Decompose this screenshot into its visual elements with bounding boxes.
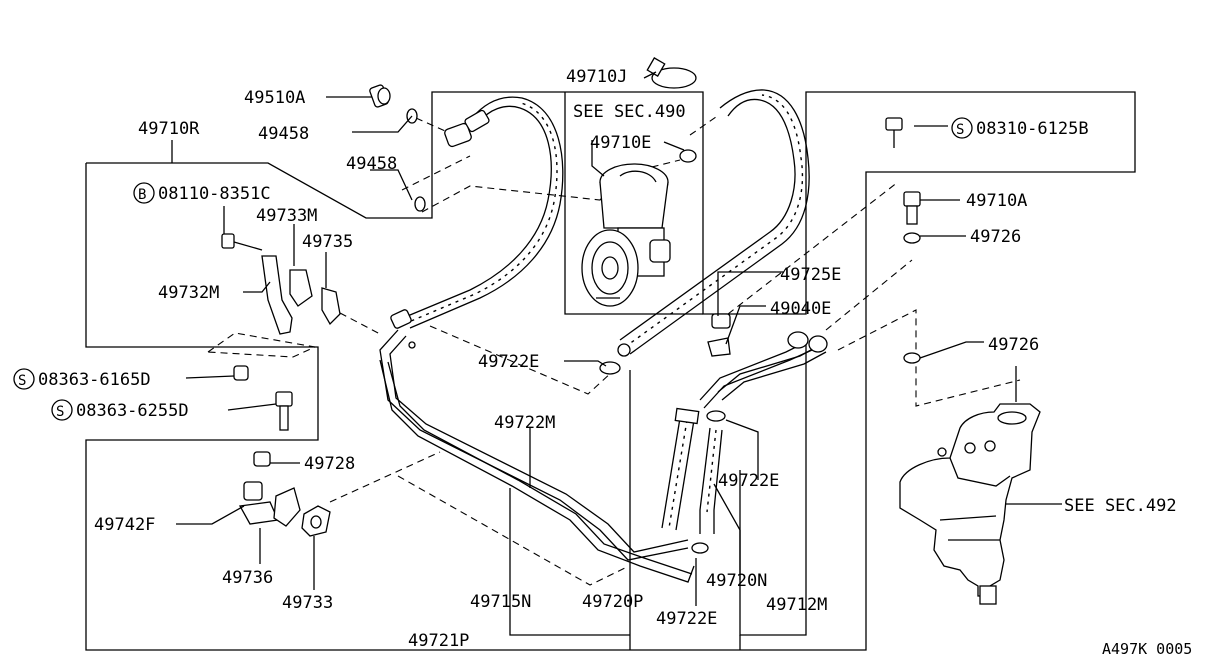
- screw-symbol-s-6255-letter: S: [56, 404, 64, 420]
- label-49721P: 49721P: [408, 631, 469, 651]
- label-49722E-bottom: 49722E: [656, 609, 717, 629]
- label-08110-8351C: 08110-8351C: [158, 184, 271, 204]
- label-49510A: 49510A: [244, 88, 305, 108]
- label-49725E: 49725E: [780, 265, 841, 285]
- label-08363-6165D: 08363-6165D: [38, 370, 151, 390]
- screw-symbol-s-08310: S: [951, 117, 973, 139]
- label-49722E-center: 49722E: [478, 352, 539, 372]
- label-49458-lower: 49458: [346, 154, 397, 174]
- label-49710R: 49710R: [138, 119, 200, 139]
- label-49733: 49733: [282, 593, 333, 613]
- label-49710A: 49710A: [966, 191, 1027, 211]
- label-49742F: 49742F: [94, 515, 155, 535]
- label-49728: 49728: [304, 454, 355, 474]
- screw-symbol-s-6255: S: [51, 399, 73, 421]
- label-49726-upper: 49726: [970, 227, 1021, 247]
- label-49720N: 49720N: [706, 571, 767, 591]
- label-08363-6255D: 08363-6255D: [76, 401, 189, 421]
- label-49458-upper: 49458: [258, 124, 309, 144]
- steering-gear-box: [899, 403, 1041, 605]
- small-parts: [221, 57, 921, 554]
- label-49712M: 49712M: [766, 595, 827, 615]
- label-49710E: 49710E: [590, 133, 651, 153]
- part-labels: 49510A 49458 49458 49710R B 08110-8351C …: [13, 67, 1192, 658]
- figure-code: A497K 0005: [1102, 640, 1192, 658]
- label-49722M: 49722M: [494, 413, 555, 433]
- label-49735: 49735: [302, 232, 353, 252]
- label-see-sec-490: SEE SEC.490: [573, 102, 686, 122]
- bolt-symbol-b: B: [133, 182, 155, 204]
- label-49040E: 49040E: [770, 299, 831, 319]
- label-49733M: 49733M: [256, 206, 317, 226]
- label-08310-6125B: 08310-6125B: [976, 119, 1089, 139]
- label-49722E-right: 49722E: [718, 471, 779, 491]
- screw-symbol-s-6165: S: [13, 368, 35, 390]
- power-steering-pump: [581, 163, 671, 307]
- label-49720P: 49720P: [582, 592, 643, 612]
- label-49715N: 49715N: [470, 592, 531, 612]
- label-see-sec-492: SEE SEC.492: [1064, 496, 1177, 516]
- label-49736: 49736: [222, 568, 273, 588]
- label-49710J: 49710J: [566, 67, 627, 87]
- leader-lines: [171, 71, 1062, 606]
- bolt-symbol-b-letter: B: [138, 187, 146, 203]
- hoses-pipes: [379, 89, 827, 583]
- screw-symbol-s-08310-letter: S: [956, 122, 964, 138]
- label-49726-lower: 49726: [988, 335, 1039, 355]
- screw-symbol-s-6165-letter: S: [18, 373, 26, 389]
- label-49732M: 49732M: [158, 283, 219, 303]
